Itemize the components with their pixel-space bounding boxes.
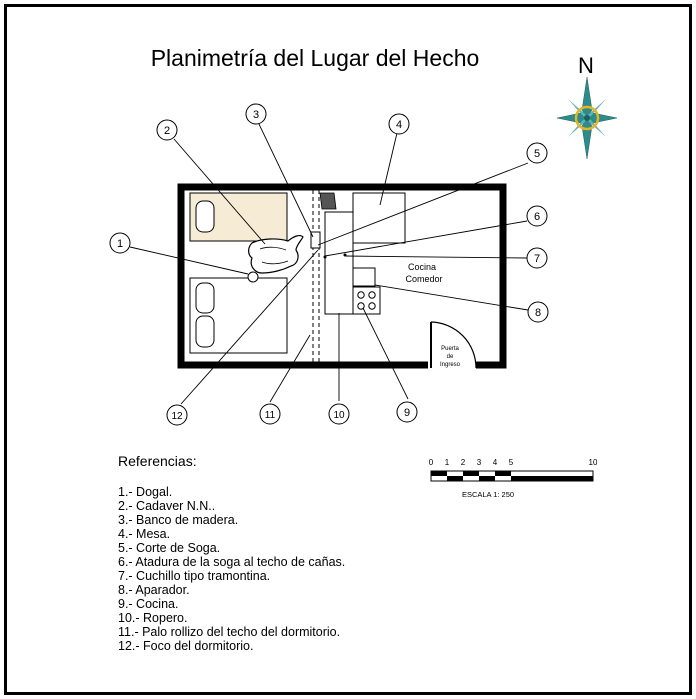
callout-number: 10	[333, 410, 345, 421]
scale-tick: 5	[509, 458, 514, 467]
callout-5: 5	[526, 142, 548, 164]
scale-tick: 10	[589, 458, 598, 467]
door-label: Ingreso	[440, 362, 461, 368]
callout-12: 12	[166, 404, 188, 426]
callout-leaders	[129, 121, 529, 405]
scale-tick: 0	[429, 458, 434, 467]
kitchen-label: Comedor	[405, 274, 442, 284]
reference-item: 6.- Atadura de la soga al techo de cañas…	[118, 555, 345, 569]
stove	[352, 286, 381, 315]
scale-bar: 0 1 2 3 4 5 10 ESCALA 1: 250	[429, 458, 598, 499]
callout-number: 9	[404, 407, 410, 419]
roof-pole	[312, 190, 320, 362]
scale-tick: 2	[461, 458, 466, 467]
wardrobe	[324, 211, 354, 315]
callout-number: 4	[396, 119, 402, 131]
callout-number: 5	[534, 148, 540, 160]
bed-bottom	[189, 277, 288, 354]
callout-6: 6	[526, 205, 548, 227]
callout-3: 3	[245, 103, 267, 125]
diagram-title: Planimetría del Lugar del Hecho	[151, 45, 480, 71]
callout-number: 11	[265, 410, 276, 421]
floor-plan: Puerta de Ingreso	[177, 183, 507, 370]
callout-markers: 1 2 3 4 5 6 7 8 9 10 11 12	[109, 103, 549, 426]
callout-2: 2	[156, 119, 178, 141]
reference-item: 12.- Foco del dormitorio.	[118, 639, 253, 653]
callout-number: 12	[171, 411, 183, 422]
compass-rose-icon: N	[556, 53, 618, 160]
reference-item: 11.- Palo rollizo del techo del dormitor…	[118, 625, 340, 639]
body-figure	[247, 235, 304, 283]
callout-number: 6	[534, 211, 540, 223]
door-label: de	[447, 354, 454, 360]
callout-9: 9	[396, 401, 418, 423]
callout-number: 3	[253, 109, 259, 121]
callout-10: 10	[328, 403, 350, 425]
reference-item: 4.- Mesa.	[118, 527, 170, 541]
house-walls	[177, 183, 507, 369]
bench	[310, 231, 321, 249]
reference-item: 9.- Cocina.	[118, 597, 178, 611]
reference-item: 1.- Dogal.	[118, 485, 172, 499]
callout-number: 8	[535, 307, 541, 319]
callout-number: 7	[534, 253, 540, 265]
scale-label: ESCALA 1: 250	[462, 490, 514, 499]
scale-tick: 1	[445, 458, 450, 467]
cupboard	[352, 267, 376, 287]
reference-item: 2.- Cadaver N.N..	[118, 499, 215, 513]
references-legend: Referencias: 1.- Dogal. 2.- Cadaver N.N.…	[118, 453, 345, 653]
callout-11: 11	[259, 403, 281, 425]
noose-marker	[247, 271, 259, 283]
callout-1: 1	[109, 232, 131, 254]
callout-number: 1	[117, 238, 123, 250]
bed-top	[189, 192, 288, 242]
entrance-door: Puerta de Ingreso	[430, 321, 477, 369]
callout-7: 7	[526, 247, 548, 269]
callout-8: 8	[527, 301, 549, 323]
door-label: Puerta	[441, 346, 459, 352]
north-label: N	[578, 53, 594, 78]
callout-number: 2	[164, 125, 170, 137]
reference-item: 7.- Cuchillo tipo tramontina.	[118, 569, 270, 583]
callout-4: 4	[388, 113, 410, 135]
kitchen-label: Cocina	[408, 262, 436, 272]
references-heading: Referencias:	[118, 453, 197, 469]
chair	[319, 192, 337, 210]
scale-tick: 3	[477, 458, 482, 467]
table	[352, 192, 406, 244]
scale-tick: 4	[493, 458, 498, 467]
reference-item: 8.- Aparador.	[118, 583, 190, 597]
reference-item: 10.- Ropero.	[118, 611, 187, 625]
page-border	[4, 4, 692, 695]
reference-item: 5.- Corte de Soga.	[118, 541, 220, 555]
reference-item: 3.- Banco de madera.	[118, 513, 238, 527]
